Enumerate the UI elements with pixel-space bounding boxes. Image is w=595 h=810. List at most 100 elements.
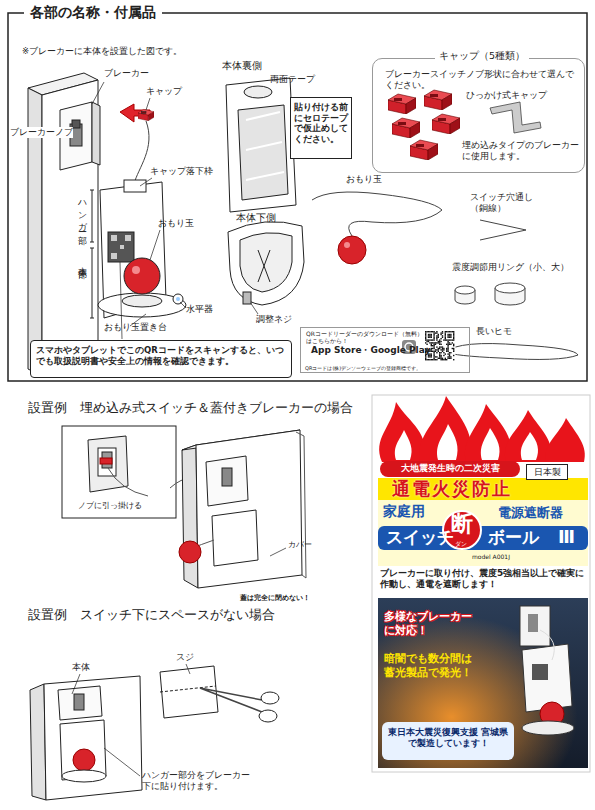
leader-line bbox=[150, 230, 160, 260]
node-text: QRコードは(株)デンソーウェーブの登録商標です。 bbox=[305, 365, 421, 371]
cap-set bbox=[490, 102, 541, 133]
qr-code bbox=[449, 344, 450, 345]
qr-code bbox=[440, 341, 441, 342]
device-back bbox=[226, 78, 296, 212]
breaker-drawing bbox=[173, 294, 183, 304]
package-drawing bbox=[520, 606, 550, 646]
qr-code bbox=[447, 342, 448, 343]
qr-code bbox=[449, 337, 450, 338]
part-label: 蓋は完全に閉めない！ bbox=[240, 594, 310, 602]
qr-code bbox=[431, 334, 432, 335]
qr-code bbox=[447, 353, 448, 354]
qr-code bbox=[436, 359, 437, 360]
qr-code bbox=[440, 355, 441, 356]
device-bottom bbox=[240, 233, 292, 292]
part-label: おもり玉 bbox=[346, 174, 382, 185]
qr-code bbox=[433, 335, 434, 336]
part-label: 本体部 bbox=[77, 260, 88, 263]
cap-set bbox=[432, 114, 460, 134]
qr-code bbox=[431, 331, 432, 332]
package-drawing bbox=[522, 721, 574, 735]
qr-code bbox=[431, 359, 432, 360]
qr-code bbox=[438, 335, 439, 336]
qr-code bbox=[428, 331, 429, 332]
qr-code bbox=[439, 353, 440, 354]
qr-code bbox=[436, 349, 437, 350]
install-example-2 bbox=[259, 710, 277, 722]
qr-code bbox=[426, 341, 427, 342]
qr-code bbox=[429, 355, 430, 356]
support-box: 東日本大震災復興支援 宮城県で製造しています！ bbox=[382, 722, 514, 760]
install-example-2 bbox=[44, 676, 142, 800]
breaker-drawing bbox=[98, 293, 186, 317]
qr-code bbox=[429, 335, 430, 336]
qr-code bbox=[435, 356, 436, 357]
qr-code bbox=[449, 352, 450, 353]
qr-code bbox=[440, 349, 441, 350]
breaker-drawing bbox=[111, 235, 117, 241]
qr-code bbox=[433, 331, 434, 332]
node-text: キャップ（5種類） bbox=[435, 50, 529, 62]
qr-code bbox=[433, 345, 434, 346]
device-back bbox=[246, 112, 284, 180]
qr-code bbox=[449, 342, 450, 343]
part-label: 調整ネジ bbox=[256, 314, 292, 325]
breaker-drawing bbox=[122, 295, 162, 307]
package-drawing bbox=[481, 428, 500, 460]
qr-code bbox=[445, 335, 446, 336]
qr-code bbox=[436, 339, 437, 340]
qr-code bbox=[453, 332, 454, 333]
qr-code bbox=[440, 334, 441, 335]
qr-code bbox=[425, 334, 426, 335]
qr-code bbox=[431, 345, 432, 346]
qr-code bbox=[429, 342, 430, 343]
device-back bbox=[244, 86, 272, 98]
install-example-2 bbox=[72, 674, 80, 694]
qr-code bbox=[453, 349, 454, 350]
qr-code bbox=[432, 342, 433, 343]
qr-code bbox=[440, 338, 441, 339]
qr-code bbox=[425, 342, 426, 343]
qr-code bbox=[447, 335, 448, 336]
breaker-drawing bbox=[176, 297, 180, 301]
qr-code bbox=[431, 337, 432, 338]
install-example-2 bbox=[30, 664, 279, 800]
qr-code bbox=[428, 334, 429, 335]
qr-code bbox=[438, 342, 439, 343]
qr-code bbox=[450, 334, 451, 335]
qr-code bbox=[447, 331, 448, 332]
qr-code bbox=[431, 342, 432, 343]
install-example-2 bbox=[200, 688, 262, 712]
section-frame bbox=[8, 13, 587, 381]
install-example-2 bbox=[62, 770, 106, 782]
part-label: キャップ落下枠 bbox=[150, 166, 213, 177]
install-example-1 bbox=[182, 445, 198, 588]
qr-code bbox=[432, 345, 433, 346]
part-label: スイッチ穴通し（銅線） bbox=[470, 192, 536, 213]
accessory-drawing bbox=[443, 220, 578, 359]
leader-line bbox=[92, 82, 104, 104]
breaker-drawing bbox=[90, 190, 94, 318]
install-example-1 bbox=[88, 436, 128, 492]
qr-code bbox=[431, 356, 432, 357]
breaker-drawing bbox=[111, 253, 117, 259]
node-text: 日本製 bbox=[527, 467, 567, 478]
qr-code bbox=[425, 331, 426, 332]
part-label: ハンガー部 bbox=[77, 194, 88, 229]
qr-code bbox=[442, 351, 443, 352]
qr-code bbox=[435, 359, 436, 360]
qr-code bbox=[439, 346, 440, 347]
qr-code bbox=[442, 349, 443, 350]
qr-code bbox=[433, 337, 434, 338]
qr-code bbox=[428, 356, 429, 357]
package-drawing bbox=[378, 526, 588, 550]
qr-code bbox=[433, 334, 434, 335]
qr-code bbox=[429, 337, 430, 338]
device-bottom bbox=[228, 222, 304, 305]
qr-code bbox=[438, 349, 439, 350]
package-drawing bbox=[532, 664, 548, 680]
device-back bbox=[238, 105, 288, 200]
part-label: おもり玉置き台 bbox=[104, 322, 167, 333]
qr-code bbox=[438, 341, 439, 342]
qr-code bbox=[438, 351, 439, 352]
